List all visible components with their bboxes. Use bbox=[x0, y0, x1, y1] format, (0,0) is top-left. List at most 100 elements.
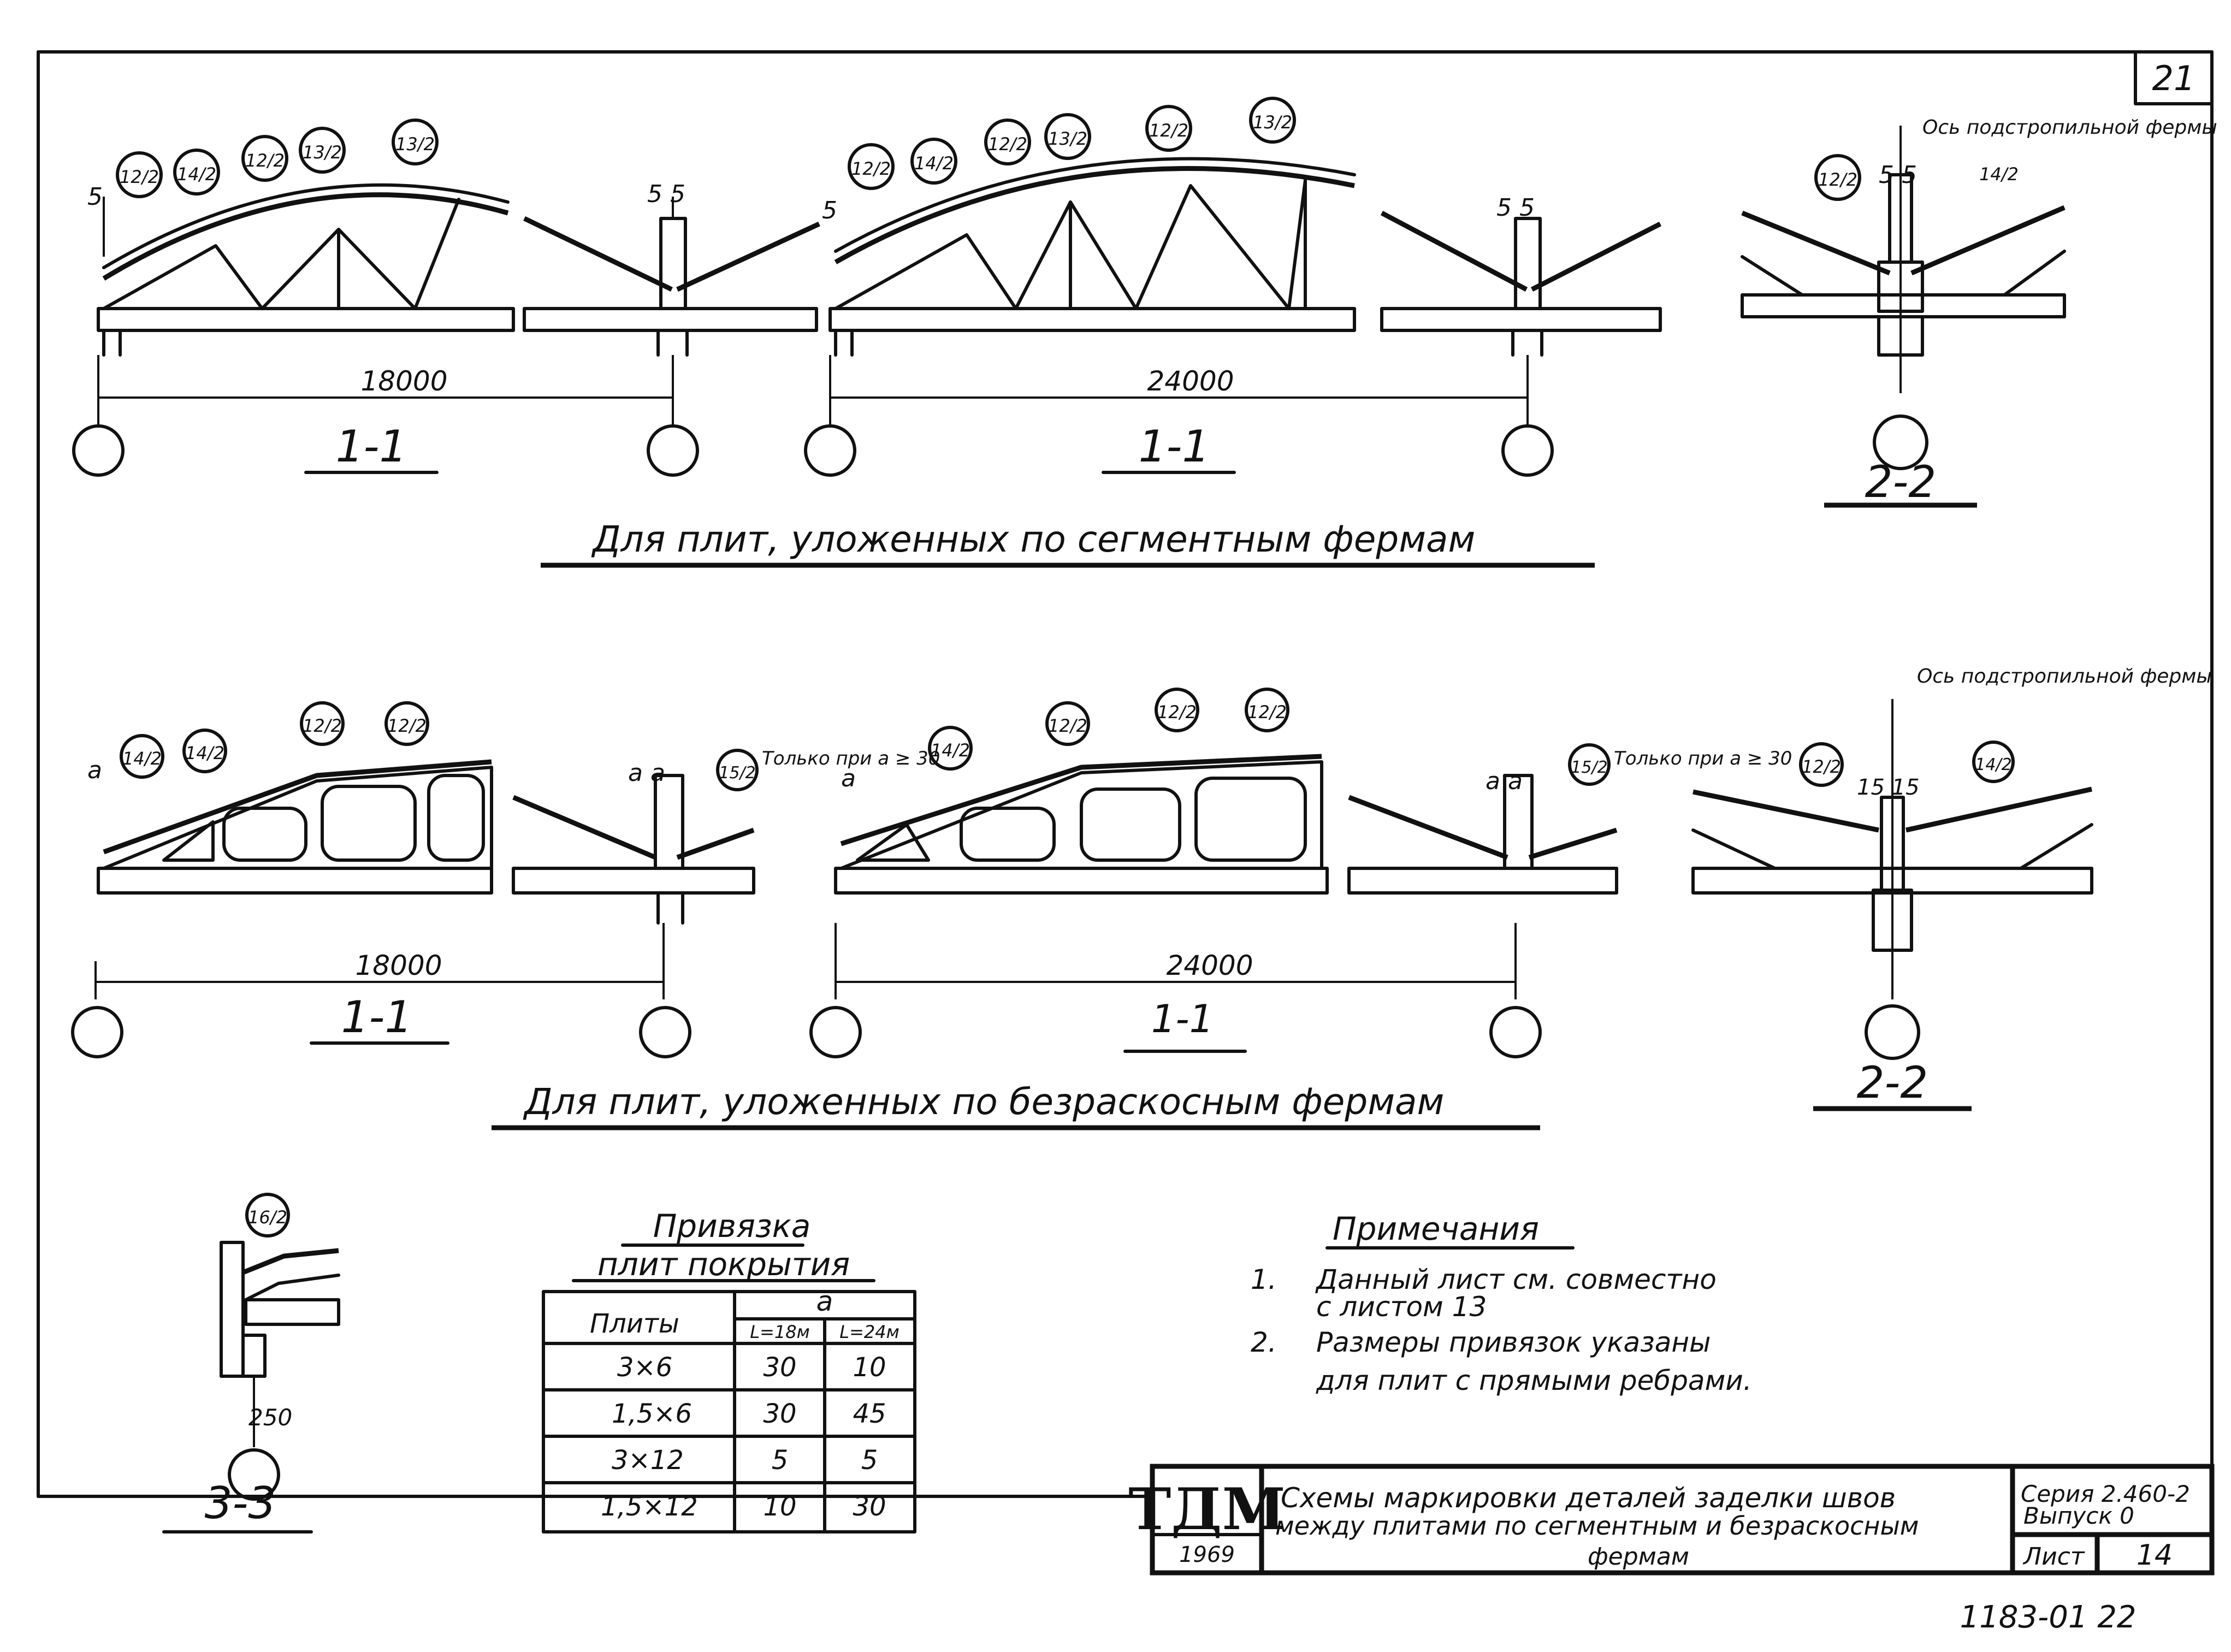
table-row-a24: 10 bbox=[853, 1352, 886, 1383]
span-18000: 18000 bbox=[360, 365, 447, 397]
mark-bubble: 14/2 bbox=[1975, 755, 2011, 774]
notes: Примечания 1. Данный лист см. совместно … bbox=[1251, 1210, 1752, 1396]
note-2-num: 2. bbox=[1251, 1327, 1277, 1358]
section-label: 1-1 bbox=[341, 992, 413, 1043]
section-label: 2-2 bbox=[1857, 1057, 1928, 1108]
mark-bubble: 12/2 bbox=[1157, 702, 1197, 723]
mark-bubble: 13/2 bbox=[303, 142, 342, 163]
seam-dim: a bbox=[841, 765, 856, 792]
table-row-a18: 30 bbox=[763, 1352, 796, 1383]
seam-dim: 5 bbox=[822, 197, 837, 224]
segment-support-24m: 5 5 bbox=[1380, 194, 1662, 357]
axis-bubble bbox=[639, 1006, 691, 1058]
note-only-when: Только при a ≥ 30 bbox=[762, 748, 940, 769]
note-2-line2: для плит с прямыми ребрами. bbox=[1316, 1365, 1752, 1396]
table-row-a18: 30 bbox=[763, 1399, 796, 1429]
dimension-24000-bottom: 24000 1-1 bbox=[809, 923, 1542, 1058]
segment-truss-18m: 5 bbox=[87, 183, 515, 357]
detail-dim: 250 bbox=[248, 1404, 292, 1431]
segment-truss-24m: 5 bbox=[822, 157, 1356, 357]
title-line1: Схемы маркировки деталей заделки швов bbox=[1281, 1482, 1896, 1514]
caption-no-brace: Для плит, уложенных по безраскосным ферм… bbox=[523, 1081, 1444, 1123]
mark-bubble: 12/2 bbox=[1802, 756, 1841, 777]
mark-bubble: 12/2 bbox=[120, 167, 159, 187]
section-label: 1-1 bbox=[1139, 421, 1210, 472]
section-label: 1-1 bbox=[336, 421, 407, 472]
mark-bubble: 12/2 bbox=[245, 150, 285, 171]
nobrace-support-24m: a a 15/2 Только при a ≥ 30 bbox=[1347, 743, 1792, 895]
mark-bubble: 14/2 bbox=[1979, 164, 2019, 185]
mark-bubble: 12/2 bbox=[1247, 702, 1287, 723]
axis-bubble bbox=[71, 1006, 123, 1058]
mark-bubble: 12/2 bbox=[1048, 715, 1087, 736]
axis-bubble bbox=[804, 424, 856, 477]
seam-dim: a bbox=[87, 756, 102, 784]
seam-dim-pair: 5 5 bbox=[1879, 161, 1917, 189]
axis-bubble bbox=[1865, 1004, 1920, 1060]
mark-bubble: 14/2 bbox=[177, 164, 216, 185]
col-plates: Плиты bbox=[590, 1308, 679, 1339]
note-1-line1: Данный лист см. совместно bbox=[1315, 1264, 1717, 1295]
table-row-a18: 5 bbox=[772, 1445, 789, 1476]
mark-bubble: 13/2 bbox=[395, 134, 435, 155]
mark-bubble: 16/2 bbox=[248, 1207, 287, 1228]
axis-note: Ось подстропильной фермы bbox=[1922, 116, 2217, 139]
title-line3: фермам bbox=[1588, 1543, 1689, 1571]
mark-bubble: 14/2 bbox=[914, 153, 954, 174]
table-row-plate: 3×6 bbox=[617, 1352, 672, 1383]
nobrace-truss-18m: a bbox=[87, 756, 493, 895]
mark-bubble: 12/2 bbox=[988, 134, 1027, 155]
binding-table: Привязка плит покрытия Плиты a L=18м L=2… bbox=[542, 1207, 916, 1533]
nobrace-section-2-2: 15 15 Ось подстропильной фермы 2-2 bbox=[1691, 665, 2212, 1111]
segment-section-2-2: 5 5 Ось подстропильной фермы 2-2 bbox=[1741, 116, 2217, 508]
note-2-line1: Размеры привязок указаны bbox=[1316, 1327, 1711, 1358]
seam-dim-pair: a a bbox=[1486, 767, 1523, 795]
sub-24: L=24м bbox=[839, 1322, 899, 1342]
seam-dim-pair: 5 5 bbox=[1496, 194, 1535, 222]
mark-bubble: 12/2 bbox=[1149, 120, 1188, 141]
sheet-label: Лист bbox=[2022, 1543, 2085, 1571]
note-mark: 15/2 bbox=[1571, 758, 1607, 777]
seam-dim: 5 bbox=[87, 183, 103, 211]
mark-bubble: 14/2 bbox=[185, 743, 224, 763]
mark-bubble: 14/2 bbox=[931, 740, 970, 761]
axis-bubble bbox=[1501, 424, 1554, 477]
table-row-a18: 10 bbox=[763, 1491, 796, 1522]
note-1-num: 1. bbox=[1251, 1264, 1277, 1295]
axis-bubble bbox=[1489, 1006, 1542, 1058]
seam-dim-pair: 15 15 bbox=[1857, 775, 1920, 800]
table-row-plate: 1,5×6 bbox=[612, 1399, 692, 1429]
dimension-18000-bottom: 18000 1-1 bbox=[71, 923, 691, 1058]
mark-bubble: 12/2 bbox=[387, 715, 427, 736]
nobrace-mark-bubbles: 14/2 14/2 12/2 12/2 14/2 12/2 12/2 12/2 … bbox=[120, 688, 2015, 787]
mark-bubble: 12/2 bbox=[303, 715, 342, 736]
nobrace-support-18m: a a 15/2 Только при a ≥ 30 bbox=[512, 748, 940, 925]
sheet-value: 14 bbox=[2137, 1539, 2173, 1572]
span-24000: 24000 bbox=[1147, 365, 1234, 397]
mark-bubble: 14/2 bbox=[122, 748, 162, 769]
seam-dim-pair: a a bbox=[628, 759, 665, 787]
note-mark: 15/2 bbox=[719, 763, 755, 783]
section-label: 3-3 bbox=[205, 1478, 276, 1529]
notes-title: Примечания bbox=[1333, 1210, 1539, 1247]
table-row-plate: 1,5×12 bbox=[601, 1491, 698, 1522]
dimension-18000-top: 18000 1-1 bbox=[72, 355, 699, 477]
section-label: 2-2 bbox=[1865, 457, 1937, 507]
table-title-1: Привязка bbox=[653, 1207, 811, 1245]
note-only-when: Только при a ≥ 30 bbox=[1614, 748, 1792, 769]
sheet-frame: 21 bbox=[37, 50, 2214, 1574]
series-line1: Серия 2.460-2 bbox=[2021, 1481, 2190, 1507]
mark-bubble: 12/2 bbox=[1818, 169, 1857, 190]
section-label: 1-1 bbox=[1151, 997, 1214, 1041]
seam-dim-pair: 5 5 bbox=[647, 180, 685, 208]
nobrace-truss-24m: a bbox=[834, 754, 1329, 895]
span-18000: 18000 bbox=[355, 950, 442, 981]
title-block: ТДМ 1969 Схемы маркировки деталей заделк… bbox=[1128, 1464, 2215, 1576]
table-row-a24: 5 bbox=[861, 1445, 878, 1476]
archive-stamp: 1183-01 22 bbox=[1960, 1600, 2136, 1635]
axis-bubble bbox=[809, 1006, 862, 1058]
mark-bubble: 13/2 bbox=[1048, 128, 1087, 149]
segment-support-18m: 5 5 bbox=[523, 180, 820, 357]
sheet-number: 21 bbox=[2152, 58, 2196, 98]
